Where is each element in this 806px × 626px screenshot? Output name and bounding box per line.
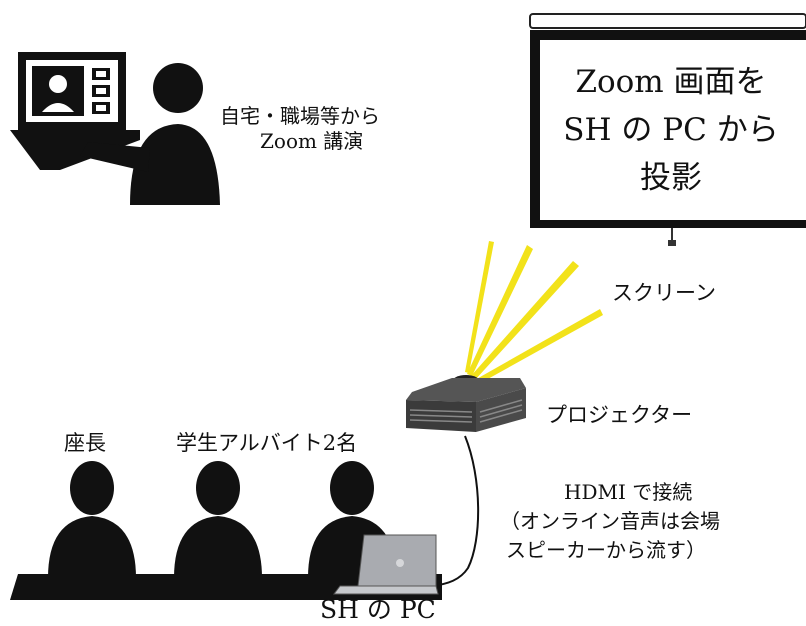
remote-speaker-line2: Zoom 講演 [260, 129, 364, 153]
hdmi-cable [431, 435, 480, 587]
projection-screen [529, 13, 806, 246]
screen-content-text: Zoom 画面を SH の PC から 投影 [540, 58, 802, 202]
laptop-icon [333, 534, 439, 595]
connection-line2: （オンライン音声は会場 [500, 509, 720, 533]
remote-speaker-icon [10, 52, 220, 205]
screen-label: スクリーン [612, 281, 716, 305]
projector-icon [406, 375, 526, 432]
screen-line2: SH の PC から [563, 112, 779, 148]
connection-line1: HDMI で接続 [564, 480, 693, 504]
projection-rays [465, 241, 603, 385]
students-label: 学生アルバイト2名 [176, 431, 358, 455]
connection-note: HDMI で接続 （オンライン音声は会場 スピーカーから流す） [500, 478, 720, 565]
student-person-icon-1 [174, 461, 262, 578]
pc-label: SH の PC [320, 595, 436, 624]
screen-line3: 投影 [640, 160, 702, 196]
chair-person-icon [48, 461, 136, 578]
connection-line3: スピーカーから流す） [506, 538, 706, 562]
projector-label: プロジェクター [546, 403, 693, 427]
remote-speaker-label: 自宅・職場等から Zoom 講演 [220, 104, 380, 154]
screen-line1: Zoom 画面を [575, 64, 767, 100]
chair-label: 座長 [64, 431, 106, 455]
remote-speaker-line1: 自宅・職場等から [220, 104, 380, 128]
